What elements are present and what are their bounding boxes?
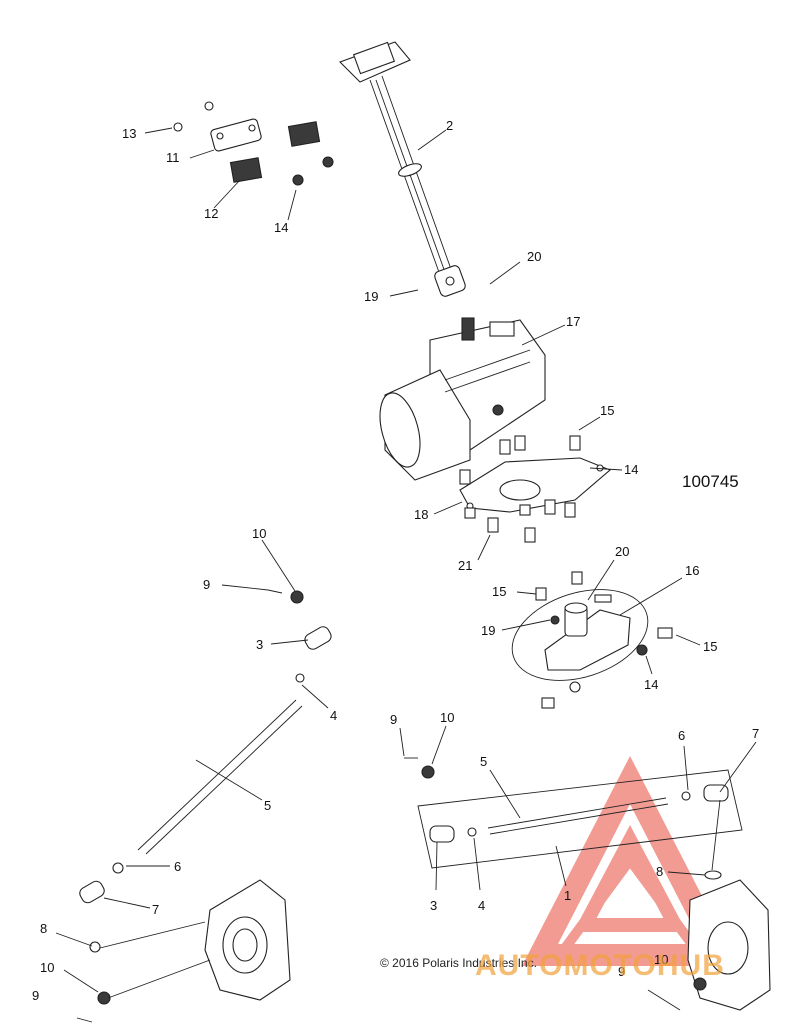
callout-10-right-bottom: 10	[654, 952, 668, 967]
callout-8-right: 8	[656, 864, 663, 879]
mount-plate	[459, 457, 612, 513]
callout-14-clamp: 14	[274, 220, 288, 235]
steering-column	[339, 41, 466, 297]
callout-14-rack: 14	[644, 677, 658, 692]
callout-10-left-bottom: 10	[40, 960, 54, 975]
callout-16: 16	[685, 563, 699, 578]
callout-15-rack-right: 15	[703, 639, 717, 654]
callout-19-rack: 19	[481, 623, 495, 638]
callout-10-left-top: 10	[252, 526, 266, 541]
callout-2: 2	[446, 118, 453, 133]
callout-14-motor: 14	[624, 462, 638, 477]
left-steering-knuckle	[99, 879, 291, 1001]
callout-13: 13	[122, 126, 136, 141]
callout-8-left: 8	[40, 921, 47, 936]
callout-9-left-bottom: 9	[32, 988, 39, 1003]
column-clamp-group	[173, 101, 334, 186]
callout-6-left: 6	[174, 859, 181, 874]
figure-number: 100745	[682, 472, 739, 491]
plate-bolts	[459, 435, 581, 543]
eps-motor-unit	[379, 317, 546, 481]
callout-3-right: 3	[430, 898, 437, 913]
callout-9-right-top: 9	[390, 712, 397, 727]
callout-21: 21	[458, 558, 472, 573]
callout-4-left: 4	[330, 708, 337, 723]
right-tie-rod-assembly	[404, 757, 743, 880]
callout-5-left: 5	[264, 798, 271, 813]
callout-labels: 2 13 11 12 14 19 20 17 15 14 100745 18 2…	[32, 118, 759, 1003]
right-steering-knuckle	[647, 879, 771, 1011]
callout-9-left-top: 9	[203, 577, 210, 592]
callout-4-right: 4	[478, 898, 485, 913]
callout-18: 18	[414, 507, 428, 522]
watermark-logo	[521, 755, 739, 966]
leader-lines	[55, 127, 757, 993]
callout-20-rack: 20	[615, 544, 629, 559]
callout-19-column: 19	[364, 289, 378, 304]
callout-11: 11	[166, 150, 180, 165]
callout-15-motor: 15	[600, 403, 614, 418]
callout-6-right: 6	[678, 728, 685, 743]
callout-1: 1	[564, 888, 571, 903]
callout-3-left: 3	[256, 637, 263, 652]
callout-9-right-bottom: 9	[618, 964, 625, 979]
copyright-text: © 2016 Polaris Industries Inc.	[380, 956, 537, 970]
left-tie-rod	[76, 589, 332, 1023]
callout-20-column: 20	[527, 249, 541, 264]
watermark-text: AUTOMOTOHUB	[475, 949, 725, 982]
callout-7-right: 7	[752, 726, 759, 741]
callout-12: 12	[204, 206, 218, 221]
rack-bracket-group	[511, 571, 673, 709]
callout-15-rack-left: 15	[492, 584, 506, 599]
callout-17: 17	[566, 314, 580, 329]
callout-7-left: 7	[152, 902, 159, 917]
callout-10-right-top: 10	[440, 710, 454, 725]
callout-5-right: 5	[480, 754, 487, 769]
